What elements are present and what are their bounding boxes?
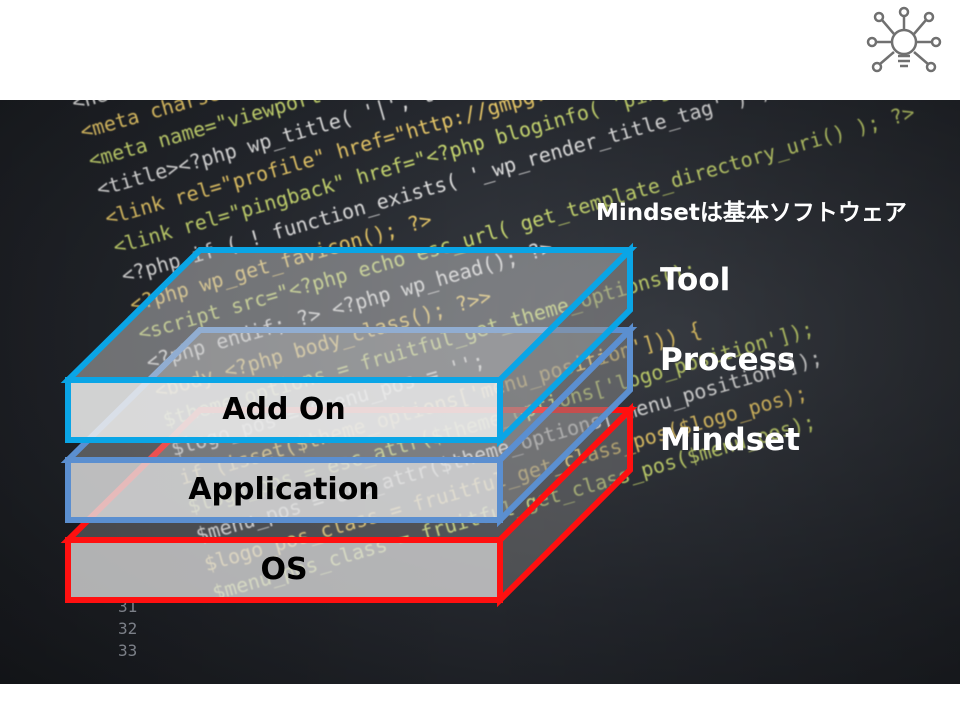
header-band — [0, 0, 960, 100]
diagram-caption: Mindsetは基本ソフトウェア — [596, 200, 907, 226]
layer-label-os: OS — [260, 552, 308, 587]
footer-band — [0, 684, 960, 720]
side-label-process: Process — [660, 342, 796, 378]
layer-add-on — [60, 242, 638, 448]
layer-label-add-on: Add On — [222, 392, 346, 427]
line-number: 32 — [118, 618, 137, 640]
line-number: 33 — [118, 640, 137, 662]
side-label-tool: Tool — [660, 262, 731, 298]
layer-label-application: Application — [188, 472, 380, 507]
lightbulb-network-icon — [866, 6, 942, 82]
side-label-mindset: Mindset — [660, 422, 801, 458]
